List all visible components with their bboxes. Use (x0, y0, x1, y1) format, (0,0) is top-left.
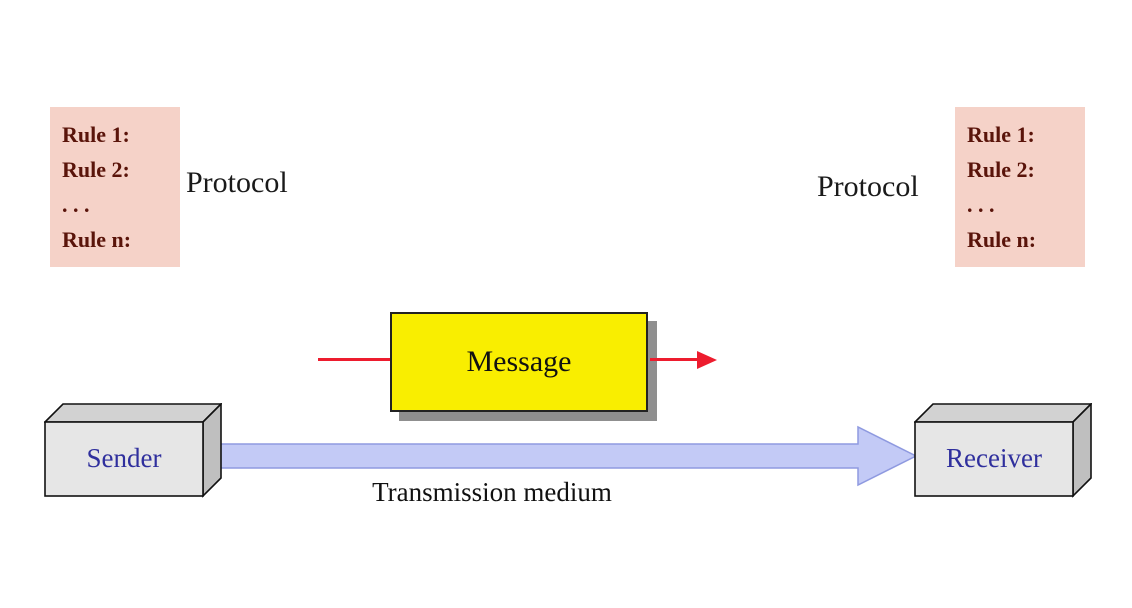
sender-label: Sender (86, 443, 162, 473)
rule-line: Rule n: (62, 227, 132, 252)
transmission-medium-label: Transmission medium (372, 477, 612, 507)
receiver-box-front (914, 421, 1074, 497)
rule-line: Rule 1: (62, 122, 130, 147)
sender-box-icon (44, 403, 222, 498)
receiver-box-icon (914, 403, 1092, 498)
message-label: Message (466, 345, 572, 378)
rule-line: . . . (62, 192, 90, 217)
sender-box-front (44, 421, 204, 497)
message-arrow-out (650, 358, 698, 361)
message-arrow-in (318, 358, 390, 361)
rule-line: Rule 2: (967, 157, 1035, 182)
rule-line: Rule n: (967, 227, 1037, 252)
protocol-label-right: Protocol (817, 170, 919, 203)
receiver-label: Receiver (946, 443, 1042, 473)
sender-box-top (44, 403, 222, 423)
transmission-arrow (203, 425, 918, 487)
rule-line: Rule 1: (967, 122, 1035, 147)
receiver-box-top (914, 403, 1092, 423)
protocol-rules-box-right: Rule 1: Rule 2: . . . Rule n: (955, 107, 1085, 267)
rule-line: . . . (967, 192, 995, 217)
protocol-label-left: Protocol (186, 166, 288, 199)
message-box: Message (390, 312, 648, 412)
message-arrow-out-head (697, 351, 717, 369)
protocol-rules-box-left: Rule 1: Rule 2: . . . Rule n: (50, 107, 180, 267)
transmission-arrow-shape (203, 425, 918, 487)
rule-line: Rule 2: (62, 157, 130, 182)
